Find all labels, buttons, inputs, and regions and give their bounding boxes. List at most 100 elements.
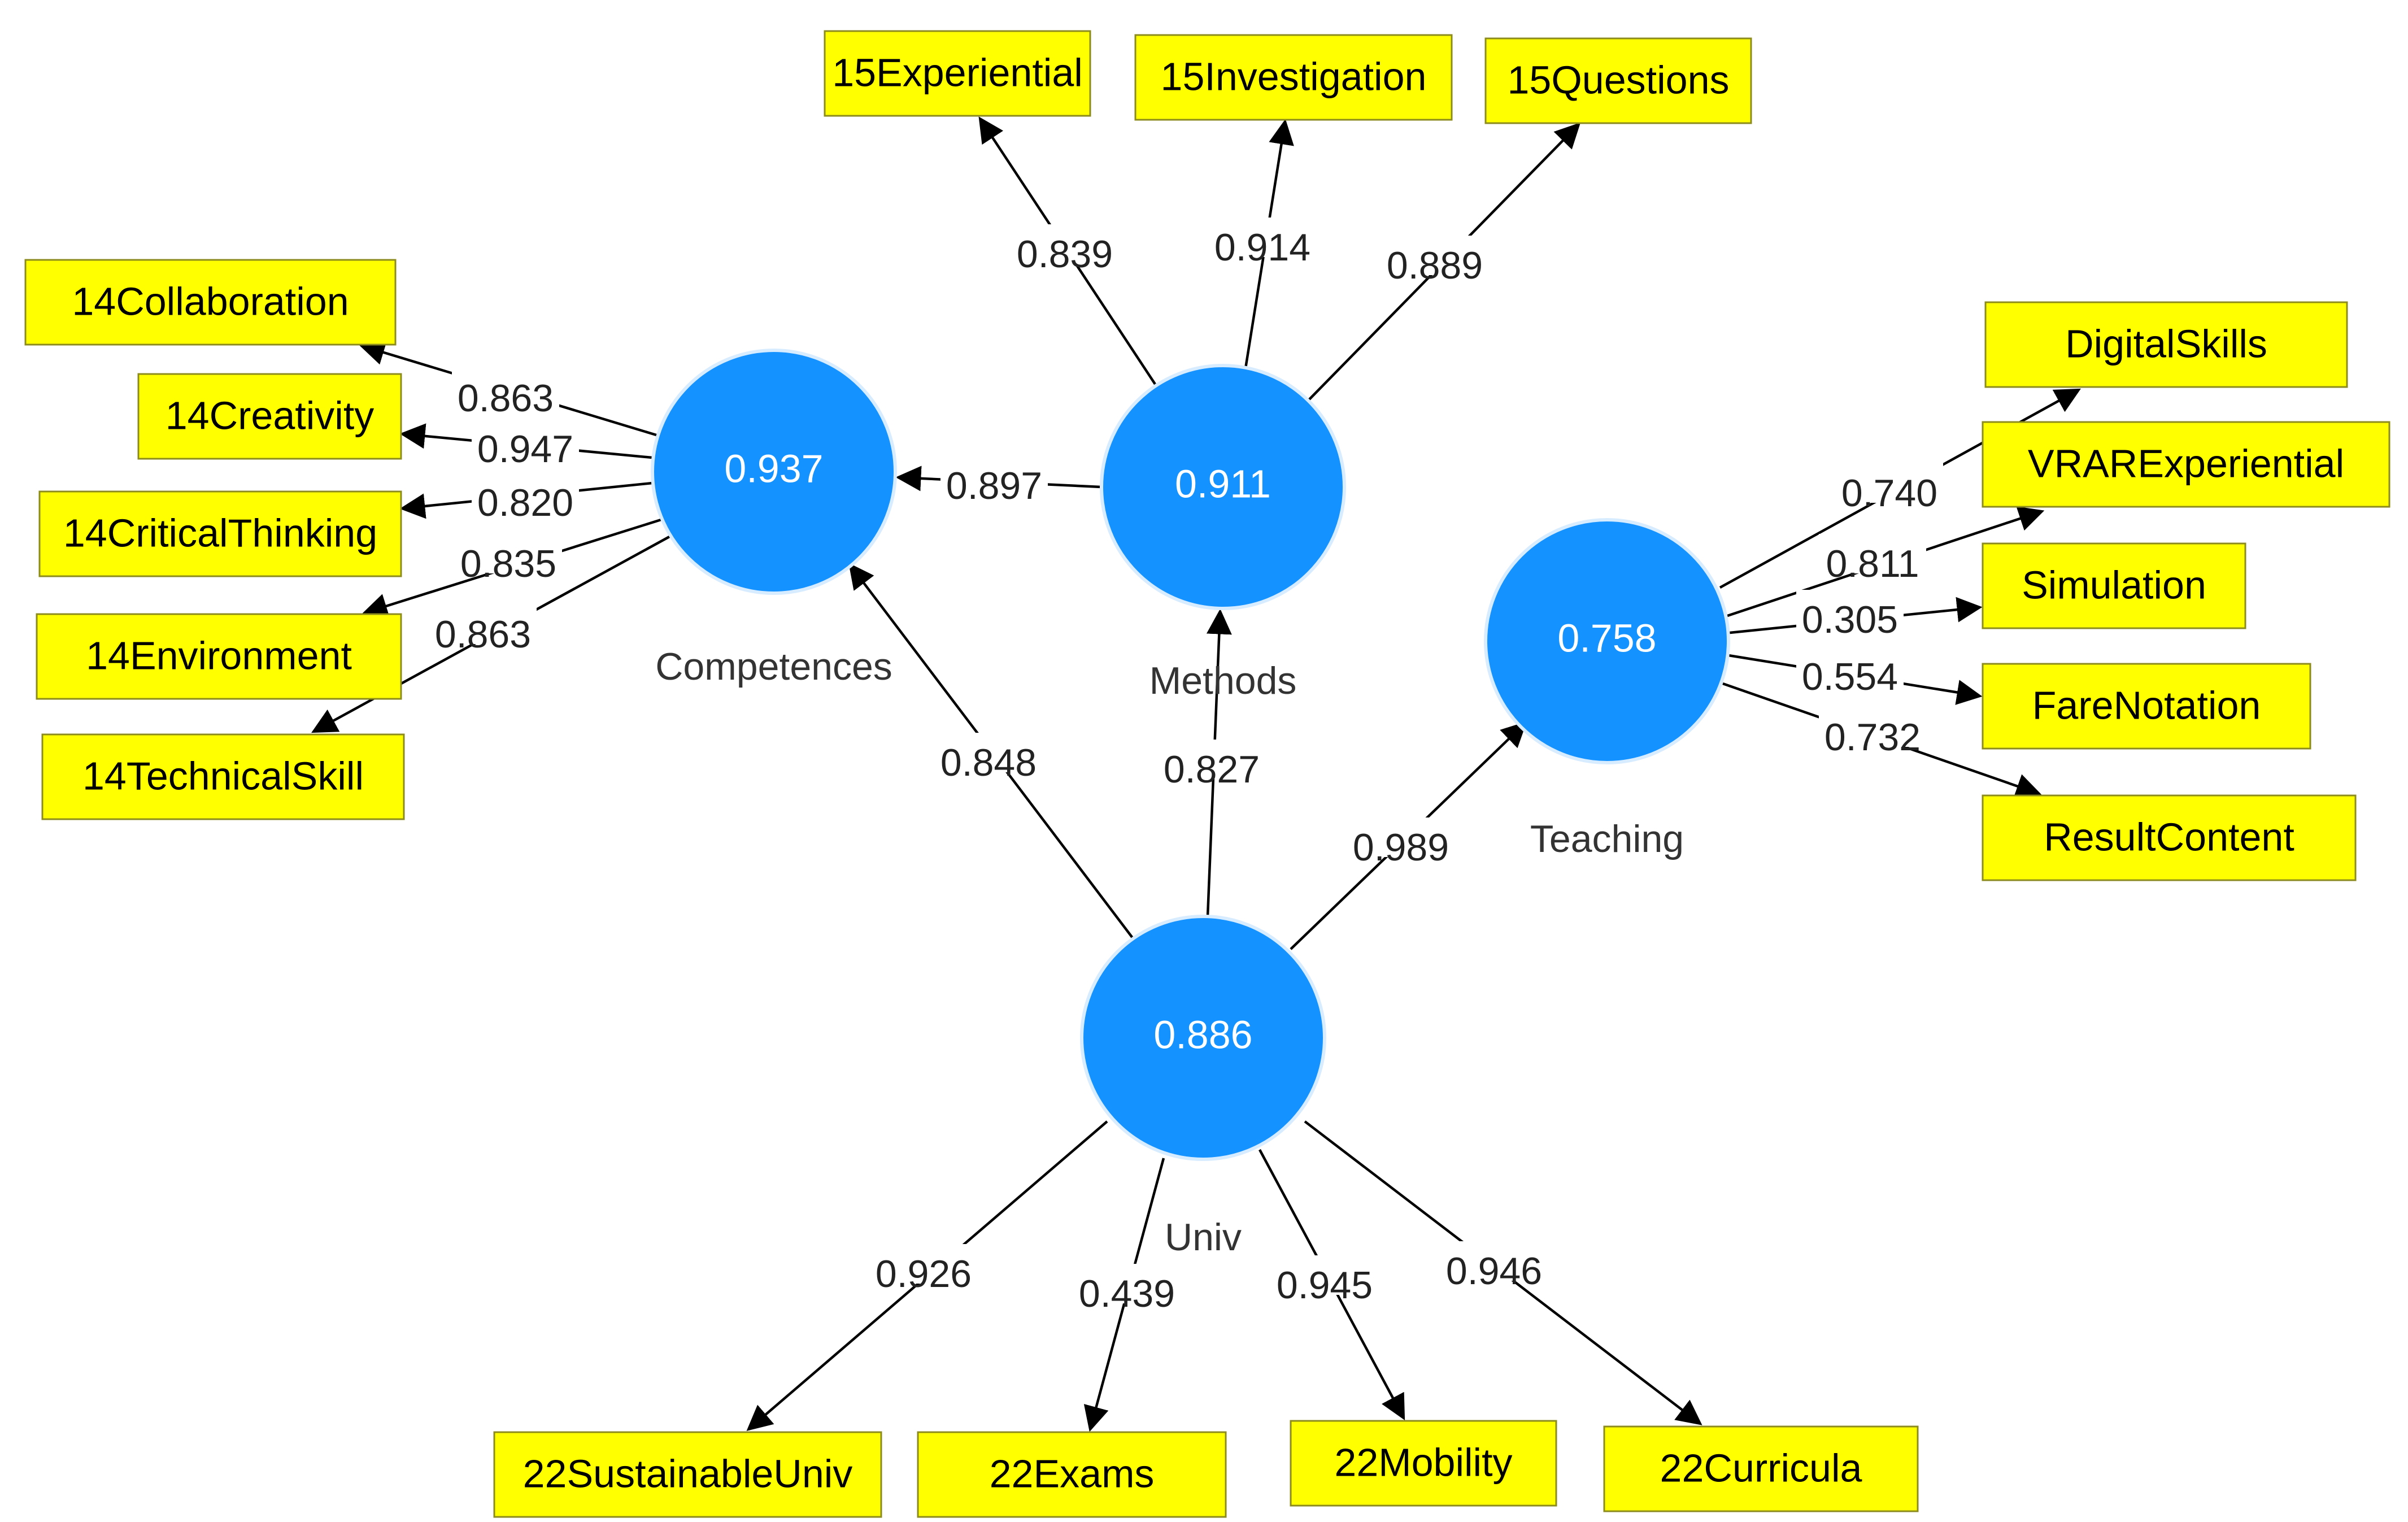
construct-label: Competences [655,645,892,688]
path-coefficient-univ-to-competences: 0.848 [940,741,1037,784]
indicator-mob22[interactable]: 22Mobility [1290,1420,1557,1507]
path-coefficient-methods-to-inv15: 0.914 [1214,226,1310,269]
indicator-fare[interactable]: FareNotation [1982,663,2311,750]
indicator-dig[interactable]: DigitalSkills [1984,301,2348,388]
construct-circle [651,349,897,595]
indicator-label: VRARExperiential [2028,441,2344,485]
indicator-res[interactable]: ResultContent [1982,794,2357,881]
path-label-background [1836,463,1943,503]
indicator-label: 14Environment [86,633,352,677]
indicator-label: 14CriticalThinking [63,511,377,555]
path-coefficient-methods-to-competences: 0.897 [946,464,1042,507]
path-label-background [1347,817,1455,857]
path-coefficient-univ-to-mob22: 0.945 [1277,1264,1373,1307]
indicator-label: Simulation [2022,563,2206,607]
construct-r-squared: 0.758 [1557,616,1656,660]
path-label-background [1796,590,1904,629]
indicator-box [1982,421,2390,508]
indicator-env14[interactable]: 14Environment [36,613,402,700]
construct-label: Methods [1149,659,1297,702]
indicator-label: 15Questions [1507,58,1729,102]
construct-circle [1484,518,1730,764]
indicator-label: 22Exams [990,1451,1155,1495]
indicator-cri14[interactable]: 14CriticalThinking [38,490,402,577]
indicator-label: ResultContent [2044,815,2294,859]
path-coefficient-teaching-to-vrar: 0.811 [1826,542,1919,585]
path-coefficient-teaching-to-sim: 0.305 [1802,598,1898,641]
indicator-label: 14TechnicalSkill [82,754,364,798]
indicator-box [1290,1420,1557,1507]
indicator-sus22[interactable]: 22SustainableUniv [493,1431,882,1518]
path-label-background [472,419,579,459]
construct-label: Univ [1165,1216,1242,1259]
indicators-layer: 15Experiential 15Investigation 15Questions… [24,30,2390,1518]
indicator-cre14[interactable]: 14Creativity [137,373,402,460]
path-label-background [1209,218,1316,257]
indicator-box [1134,34,1453,121]
path-coefficient-competences-to-col14: 0.863 [458,377,554,420]
indicator-col14[interactable]: 14Collaboration [24,259,397,346]
path-coefficient-competences-to-cre14: 0.947 [477,428,573,471]
path-coefficient-univ-to-methods: 0.827 [1164,748,1260,791]
path-coefficient-univ-to-teaching: 0.989 [1353,826,1449,869]
indicator-box [36,613,402,700]
path-coefficient-univ-to-sus22: 0.926 [876,1253,972,1295]
indicator-sim[interactable]: Simulation [1982,542,2246,629]
path-coefficient-competences-to-cri14: 0.820 [477,481,573,524]
construct-r-squared: 0.911 [1175,462,1271,506]
path-coefficient-competences-to-env14: 0.835 [460,542,556,585]
path-label-background [1158,740,1265,779]
indicator-label: 15Experiential [832,50,1083,94]
path-label-background [1073,1264,1181,1303]
indicator-box [1984,301,2348,388]
indicator-box [1982,542,2246,629]
indicator-box [917,1431,1227,1518]
path-label-background [1819,707,1926,747]
indicator-label: 15Investigation [1161,54,1427,98]
indicator-label: 22Mobility [1334,1440,1512,1484]
indicator-box [824,30,1091,117]
indicator-inv15[interactable]: 15Investigation [1134,34,1453,121]
indicator-label: 22SustainableUniv [523,1451,853,1495]
indicator-que15[interactable]: 15Questions [1484,37,1752,124]
path-label-background [1796,647,1904,686]
indicator-box [38,490,402,577]
path-coefficient-teaching-to-fare: 0.554 [1802,655,1898,698]
indicator-box [1484,37,1752,124]
indicator-exa22[interactable]: 22Exams [917,1431,1227,1518]
indicator-exp15[interactable]: 15Experiential [824,30,1091,117]
path-coefficient-univ-to-cur22: 0.946 [1446,1250,1542,1293]
indicator-tec14[interactable]: 14TechnicalSkill [41,733,405,820]
indicator-box [1603,1425,1919,1512]
path-coefficient-methods-to-que15: 0.889 [1387,244,1483,287]
construct-r-squared: 0.886 [1153,1012,1252,1056]
path-label-background [1011,224,1118,264]
indicator-box [41,733,405,820]
path-label-background [455,534,562,573]
construct-circle [1100,364,1346,610]
indicator-box [1982,663,2311,750]
indicator-box [493,1431,882,1518]
path-label-background [429,605,537,644]
indicator-label: 22Curricula [1660,1446,1862,1490]
path-label-background [1271,1255,1378,1295]
path-coefficient-competences-to-tec14: 0.863 [435,613,531,656]
path-label-background [870,1244,977,1284]
indicator-vrar[interactable]: VRARExperiential [1982,421,2390,508]
construct-label: Teaching [1530,817,1684,860]
indicator-box [24,259,397,346]
path-label-background [1440,1241,1548,1281]
path-label-background [452,368,559,408]
path-label-background [1381,236,1488,275]
construct-circle [1080,915,1326,1161]
indicator-label: DigitalSkills [2065,321,2267,366]
indicator-label: 14Creativity [166,393,375,437]
indicator-cur22[interactable]: 22Curricula [1603,1425,1919,1512]
